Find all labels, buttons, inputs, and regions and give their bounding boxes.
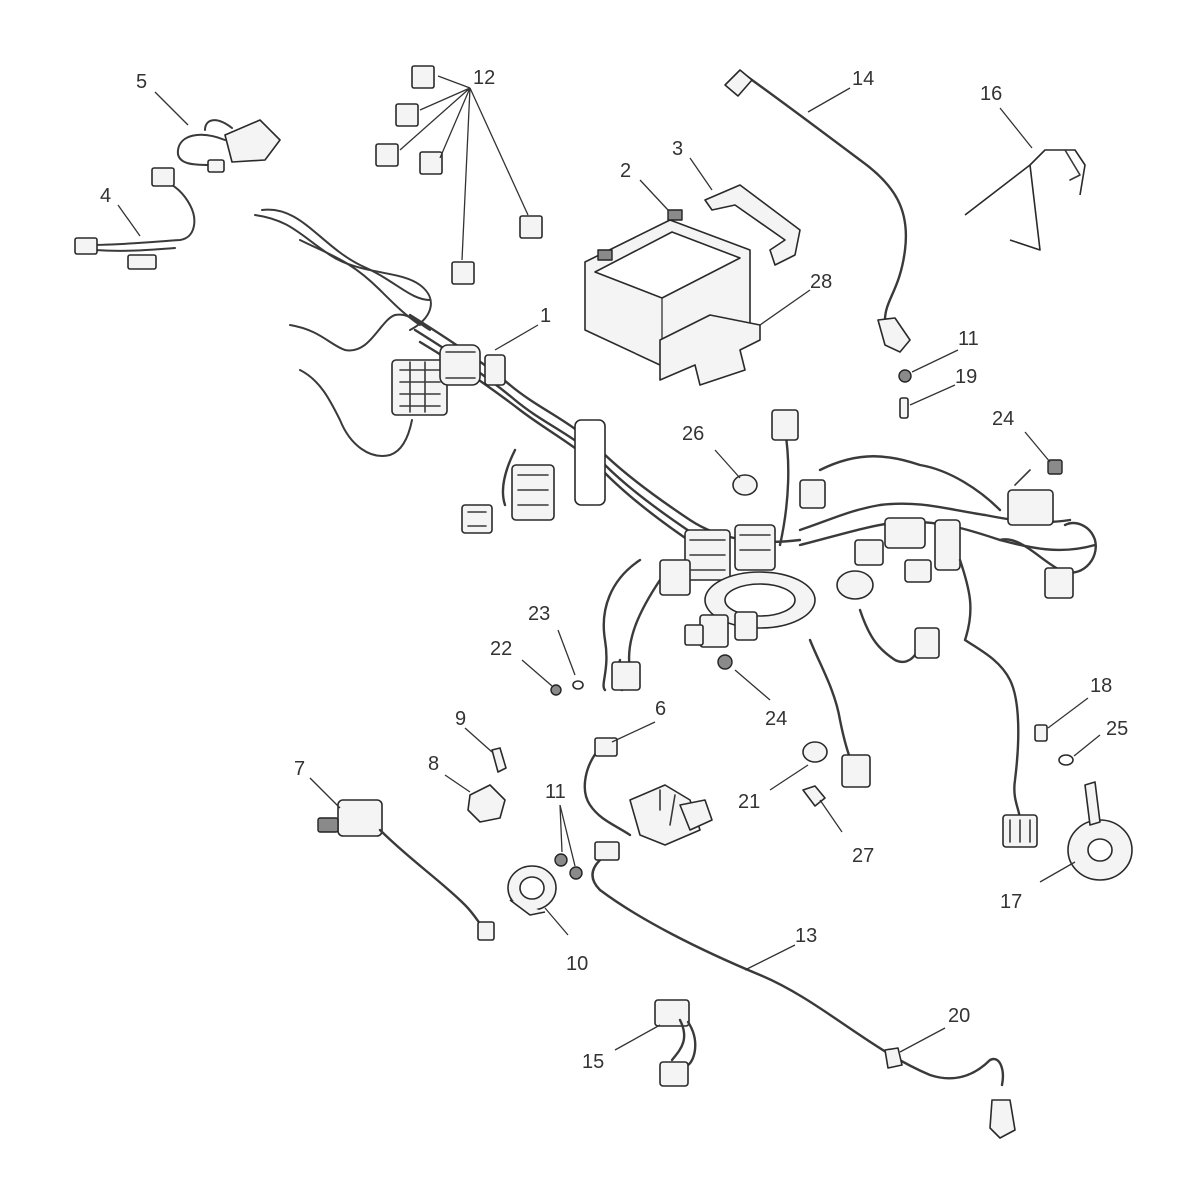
part-21-grommet[interactable] — [802, 741, 828, 763]
part-10-coil[interactable] — [507, 865, 557, 916]
callout-22: 22 — [490, 638, 512, 660]
part-15-small-harness[interactable] — [654, 999, 697, 1087]
callout-14: 14 — [852, 68, 874, 90]
part-23-washer[interactable] — [572, 680, 584, 690]
callout-21: 21 — [738, 791, 760, 813]
part-8-clip[interactable] — [467, 784, 506, 823]
part-22-screw[interactable] — [550, 684, 562, 696]
callout-15: 15 — [582, 1051, 604, 1073]
part-14-battery-cable[interactable] — [724, 69, 911, 353]
part-6-sub-harness[interactable] — [583, 737, 713, 846]
callout-9: 9 — [455, 708, 466, 730]
part-12-relays[interactable] — [375, 65, 543, 285]
callout-10: 10 — [566, 953, 588, 975]
callout-12: 12 — [473, 67, 495, 89]
part-27-connector[interactable] — [802, 785, 826, 807]
callout-16: 16 — [980, 83, 1002, 105]
callout-4: 4 — [100, 185, 111, 207]
part-24-fastener-lower[interactable] — [717, 654, 733, 670]
callout-7: 7 — [294, 758, 305, 780]
callout-11-upper: 11 — [958, 328, 979, 350]
callout-3: 3 — [672, 138, 683, 160]
callout-25: 25 — [1106, 718, 1128, 740]
callout-24-lower: 24 — [765, 708, 787, 730]
callout-labels: 1 2 3 4 5 6 7 8 9 10 11 11 12 13 14 15 1… — [100, 67, 1128, 1073]
callout-11-lower: 11 — [545, 781, 566, 803]
callout-18: 18 — [1090, 675, 1112, 697]
callout-1: 1 — [540, 305, 551, 327]
callout-28: 28 — [810, 271, 832, 293]
callout-13: 13 — [795, 925, 817, 947]
callout-5: 5 — [136, 71, 147, 93]
part-5-relay-module-harness[interactable] — [176, 119, 281, 173]
part-4-sub-harness[interactable] — [74, 167, 196, 270]
callout-24-upper: 24 — [992, 408, 1014, 430]
callout-26: 26 — [682, 423, 704, 445]
callout-8: 8 — [428, 753, 439, 775]
part-19-pin[interactable] — [899, 397, 909, 419]
part-17-horn[interactable] — [1067, 781, 1133, 881]
part-3-battery-strap[interactable] — [704, 184, 801, 266]
part-28-battery-pad[interactable] — [659, 314, 761, 386]
callout-19: 19 — [955, 366, 977, 388]
part-26-grommet[interactable] — [732, 474, 758, 496]
callout-20: 20 — [948, 1005, 970, 1027]
part-18-screw[interactable] — [1034, 724, 1048, 742]
part-24-fastener-upper[interactable] — [1047, 459, 1063, 475]
callout-23: 23 — [528, 603, 550, 625]
part-13-cable[interactable] — [591, 841, 1016, 1139]
callout-6: 6 — [655, 698, 666, 720]
part-16-bracket[interactable] — [964, 149, 1086, 251]
callout-17: 17 — [1000, 891, 1022, 913]
leader-lines — [117, 87, 1101, 1053]
part-25-washer[interactable] — [1058, 754, 1074, 766]
part-11-nuts[interactable] — [554, 369, 912, 880]
part-9-bolt[interactable] — [491, 747, 507, 773]
part-7-sensor[interactable] — [317, 799, 495, 941]
part-20-clip[interactable] — [884, 1047, 903, 1069]
callout-2: 2 — [620, 160, 631, 182]
part-1-main-harness[interactable] — [254, 208, 1097, 848]
callout-27: 27 — [852, 845, 874, 867]
